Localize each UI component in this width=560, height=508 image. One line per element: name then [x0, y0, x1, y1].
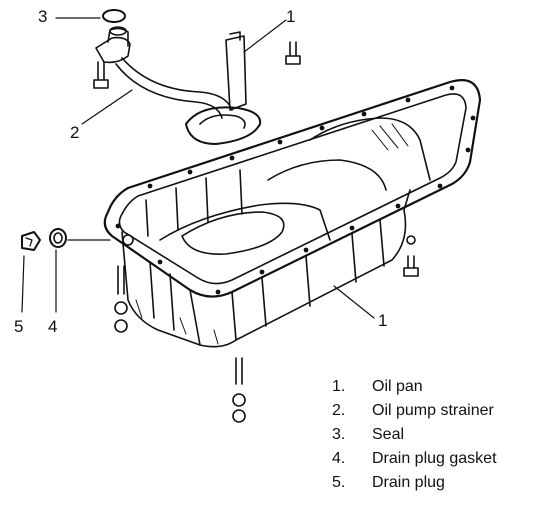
callout-1-top: 1: [286, 7, 296, 26]
legend-item-number: 5.: [332, 474, 346, 491]
legend-item: 1. Oil pan: [332, 378, 497, 402]
legend-item-label: Drain plug: [372, 474, 445, 491]
bolt: [114, 265, 128, 333]
drain-plug: [21, 231, 41, 251]
flange-bolt-holes: [115, 85, 476, 295]
bolt: [232, 357, 246, 423]
bolt: [285, 41, 301, 65]
oil-pump-strainer: [95, 26, 262, 145]
legend-item-number: 1.: [332, 378, 346, 395]
leader-line-5: [21, 255, 25, 313]
legend-item-number: 3.: [332, 426, 346, 443]
legend-item-label: Oil pan: [372, 378, 423, 395]
bolt: [403, 235, 419, 277]
bolt: [93, 61, 109, 89]
legend-item-number: 2.: [332, 402, 346, 419]
leader-line-1-top: [243, 19, 287, 53]
legend-item: 5. Drain plug: [332, 474, 497, 498]
callout-1-side: 1: [378, 311, 388, 330]
callout-2: 2: [70, 123, 80, 142]
callout-3: 3: [38, 7, 48, 26]
callout-4: 4: [48, 317, 58, 336]
legend-item: 3. Seal: [332, 426, 497, 450]
oil-pan: [103, 79, 482, 348]
callout-5: 5: [14, 317, 24, 336]
leader-lines: [21, 17, 375, 319]
legend-item: 4. Drain plug gasket: [332, 450, 497, 474]
legend-item: 2. Oil pump strainer: [332, 402, 497, 426]
leader-line-1-side: [333, 285, 375, 319]
legend-item-number: 4.: [332, 450, 346, 467]
drain-plug-gasket: [49, 228, 67, 248]
bolts: [93, 41, 419, 423]
leader-line-2: [81, 89, 133, 125]
legend-item-label: Drain plug gasket: [372, 450, 497, 467]
seal: [102, 9, 126, 23]
legend-item-label: Seal: [372, 426, 405, 443]
parts-legend: 1. Oil pan 2. Oil pump strainer 3. Seal …: [332, 378, 497, 498]
legend-item-label: Oil pump strainer: [372, 402, 494, 419]
